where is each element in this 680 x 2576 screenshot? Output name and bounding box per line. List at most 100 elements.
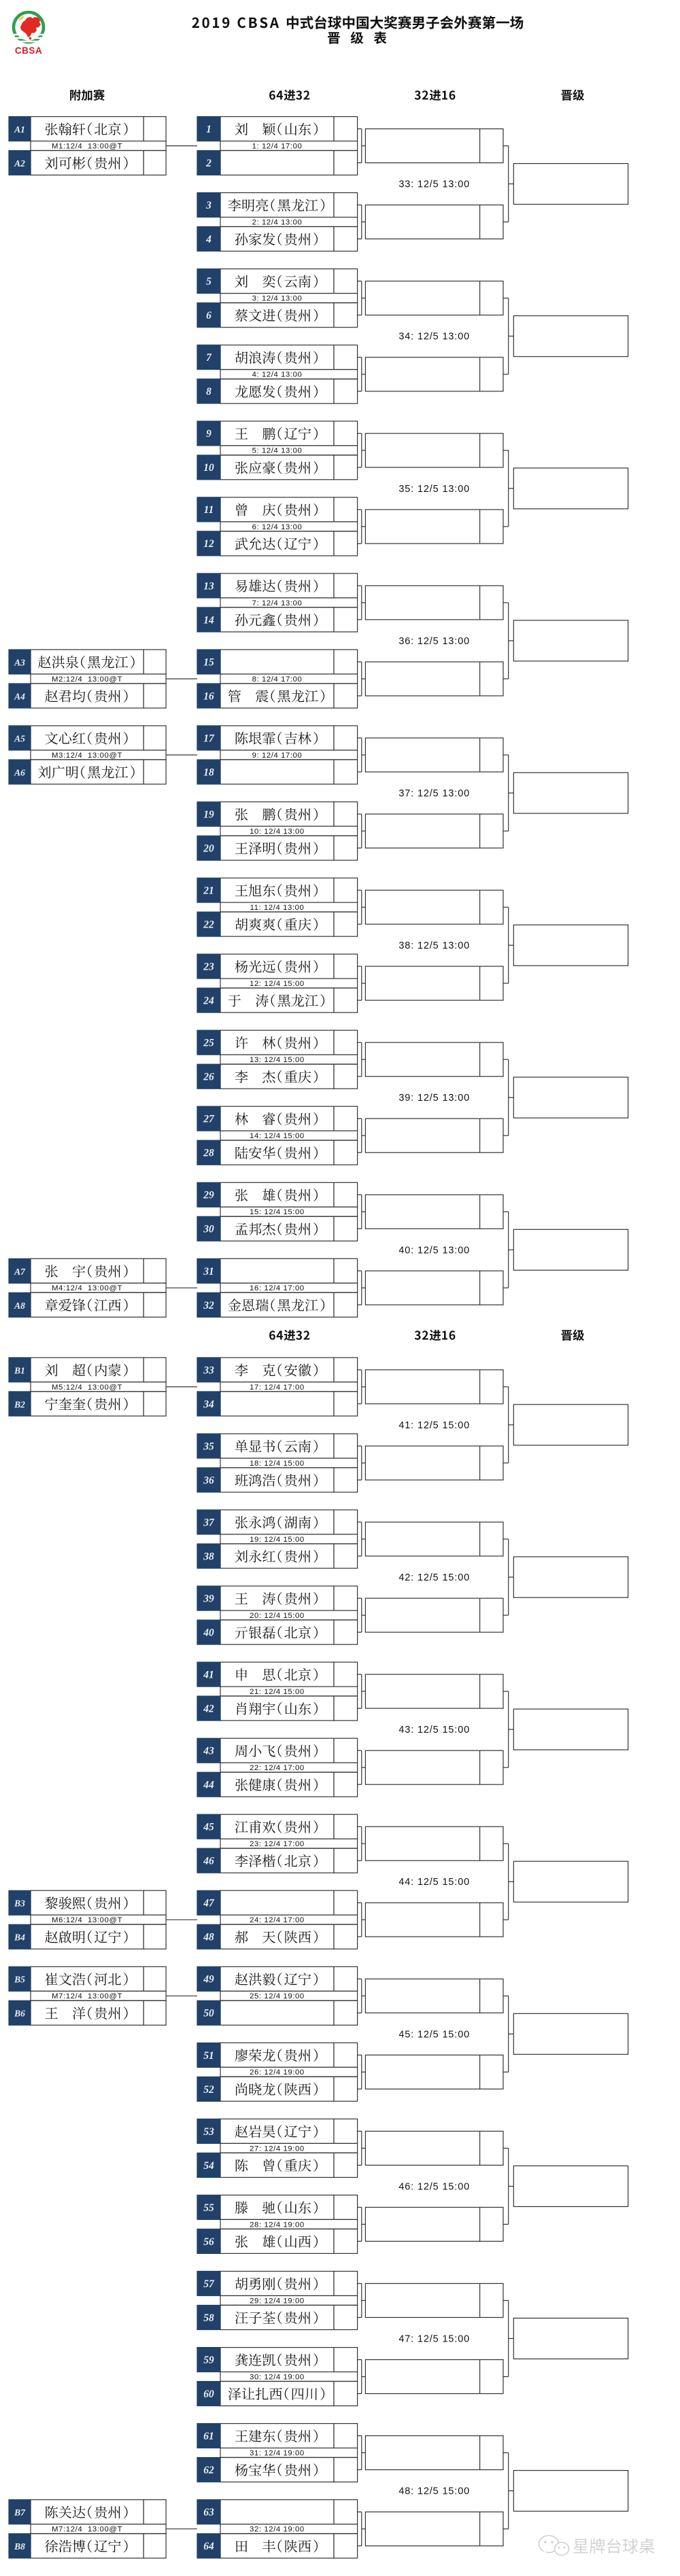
svg-text:43: 12/5 15:00: 43: 12/5 15:00 xyxy=(398,1725,470,1735)
svg-text:18: 12/4 15:00: 18: 12/4 15:00 xyxy=(250,1460,305,1468)
svg-text:11: 12/4 13:00: 11: 12/4 13:00 xyxy=(250,904,305,912)
svg-text:40: 12/5 13:00: 40: 12/5 13:00 xyxy=(398,1245,470,1256)
svg-text:47: 47 xyxy=(203,1898,215,1909)
svg-text:3: 3 xyxy=(205,200,211,211)
svg-text:16: 16 xyxy=(203,690,214,702)
svg-text:17: 17 xyxy=(203,733,215,744)
svg-text:38: 12/5 13:00: 38: 12/5 13:00 xyxy=(398,940,470,951)
svg-text:48: 12/5 15:00: 48: 12/5 15:00 xyxy=(398,2486,470,2497)
svg-text:23: 12/4 17:00: 23: 12/4 17:00 xyxy=(250,1840,305,1848)
svg-text:49: 49 xyxy=(203,1974,214,1986)
svg-text:12: 12 xyxy=(203,538,214,550)
svg-text:6: 6 xyxy=(206,310,211,321)
svg-text:B2: B2 xyxy=(14,1399,25,1409)
svg-text:47: 12/5 15:00: 47: 12/5 15:00 xyxy=(398,2334,470,2345)
svg-text:45: 45 xyxy=(203,1822,214,1833)
svg-text:M7:12/4 13:00@T: M7:12/4 13:00@T xyxy=(52,2526,122,2534)
svg-text:M1:12/4 13:00@T: M1:12/4 13:00@T xyxy=(52,143,122,151)
svg-text:61: 61 xyxy=(203,2431,214,2442)
svg-text:55: 55 xyxy=(203,2202,214,2214)
svg-text:13: 12/4 15:00: 13: 12/4 15:00 xyxy=(250,1056,305,1064)
svg-text:B6: B6 xyxy=(14,2009,25,2019)
svg-text:52: 52 xyxy=(203,2084,214,2096)
svg-text:22: 12/4 17:00: 22: 12/4 17:00 xyxy=(250,1764,305,1772)
svg-text:35: 12/5 13:00: 35: 12/5 13:00 xyxy=(398,484,470,495)
svg-text:8: 12/4 17:00: 8: 12/4 17:00 xyxy=(252,675,303,684)
svg-text:M2:12/4 13:00@T: M2:12/4 13:00@T xyxy=(52,675,122,684)
svg-text:59: 59 xyxy=(203,2354,214,2366)
svg-text:M7:12/4 13:00@T: M7:12/4 13:00@T xyxy=(52,1992,122,2000)
svg-text:34: 34 xyxy=(203,1398,214,1410)
svg-text:21: 21 xyxy=(203,885,214,897)
svg-text:56: 56 xyxy=(203,2236,214,2248)
svg-text:34: 12/5 13:00: 34: 12/5 13:00 xyxy=(398,332,470,342)
svg-text:6: 12/4 13:00: 6: 12/4 13:00 xyxy=(252,523,303,531)
svg-text:2: 12/4 13:00: 2: 12/4 13:00 xyxy=(252,219,303,227)
svg-text:B8: B8 xyxy=(14,2541,25,2552)
svg-text:26: 12/4 19:00: 26: 12/4 19:00 xyxy=(250,2068,305,2077)
svg-text:19: 19 xyxy=(203,809,214,821)
svg-text:33: 33 xyxy=(203,1364,214,1376)
svg-text:24: 24 xyxy=(203,995,214,1007)
svg-text:7: 12/4 13:00: 7: 12/4 13:00 xyxy=(252,599,303,607)
svg-text:20: 12/4 15:00: 20: 12/4 15:00 xyxy=(250,1612,305,1620)
svg-text:35: 35 xyxy=(203,1441,214,1452)
svg-text:2: 2 xyxy=(205,158,211,169)
svg-text:M4:12/4 13:00@T: M4:12/4 13:00@T xyxy=(52,1284,122,1292)
svg-text:12: 12/4 15:00: 12: 12/4 15:00 xyxy=(250,980,305,988)
svg-text:43: 43 xyxy=(203,1746,214,1757)
svg-text:22: 22 xyxy=(203,919,214,931)
svg-text:42: 42 xyxy=(203,1704,214,1715)
svg-text:16: 12/4 17:00: 16: 12/4 17:00 xyxy=(250,1284,305,1292)
svg-text:44: 12/5 15:00: 44: 12/5 15:00 xyxy=(398,1877,470,1888)
svg-text:B4: B4 xyxy=(14,1933,25,1943)
svg-text:9: 12/4 17:00: 9: 12/4 17:00 xyxy=(252,752,303,760)
svg-text:1: 1 xyxy=(206,124,211,135)
svg-text:13: 13 xyxy=(203,580,214,592)
svg-text:58: 58 xyxy=(203,2312,214,2324)
svg-text:20: 20 xyxy=(203,843,214,855)
svg-text:11: 11 xyxy=(204,504,214,516)
svg-text:9: 9 xyxy=(206,428,211,440)
svg-text:54: 54 xyxy=(203,2160,214,2172)
svg-text:41: 12/5 15:00: 41: 12/5 15:00 xyxy=(398,1420,470,1431)
svg-text:31: 12/4 19:00: 31: 12/4 19:00 xyxy=(250,2450,305,2458)
svg-text:A6: A6 xyxy=(14,767,25,777)
svg-text:30: 30 xyxy=(203,1224,214,1235)
svg-text:18: 18 xyxy=(203,766,214,778)
svg-text:32: 32 xyxy=(203,1300,214,1311)
svg-text:62: 62 xyxy=(203,2465,214,2476)
svg-text:4: 4 xyxy=(205,234,211,245)
svg-text:33: 12/5 13:00: 33: 12/5 13:00 xyxy=(398,179,470,190)
svg-text:M3:12/4 13:00@T: M3:12/4 13:00@T xyxy=(52,752,122,760)
svg-text:39: 12/5 13:00: 39: 12/5 13:00 xyxy=(398,1093,470,1104)
svg-text:21: 12/4 15:00: 21: 12/4 15:00 xyxy=(250,1688,305,1696)
svg-text:A5: A5 xyxy=(14,733,25,743)
svg-text:A8: A8 xyxy=(14,1301,25,1311)
svg-text:63: 63 xyxy=(203,2507,214,2518)
svg-text:45: 12/5 15:00: 45: 12/5 15:00 xyxy=(398,2029,470,2040)
svg-text:39: 39 xyxy=(203,1593,214,1605)
svg-text:CBSA: CBSA xyxy=(15,46,42,56)
svg-text:15: 12/4 15:00: 15: 12/4 15:00 xyxy=(250,1208,305,1216)
svg-text:B7: B7 xyxy=(14,2507,26,2518)
svg-text:36: 36 xyxy=(203,1475,214,1486)
svg-text:M6:12/4 13:00@T: M6:12/4 13:00@T xyxy=(52,1916,122,1924)
svg-text:38: 38 xyxy=(203,1551,214,1562)
svg-text:B3: B3 xyxy=(14,1899,25,1909)
svg-text:1: 12/4 17:00: 1: 12/4 17:00 xyxy=(252,143,303,151)
svg-text:3: 12/4 13:00: 3: 12/4 13:00 xyxy=(252,295,303,303)
svg-text:64: 64 xyxy=(203,2541,214,2552)
svg-text:17: 12/4 17:00: 17: 12/4 17:00 xyxy=(250,1383,305,1392)
svg-text:28: 28 xyxy=(203,1148,214,1159)
svg-text:15: 15 xyxy=(203,656,214,668)
svg-text:14: 14 xyxy=(203,614,214,626)
svg-text:41: 41 xyxy=(203,1670,214,1681)
svg-text:42: 12/5 15:00: 42: 12/5 15:00 xyxy=(398,1572,470,1583)
svg-text:A7: A7 xyxy=(14,1267,26,1277)
svg-text:27: 12/4 19:00: 27: 12/4 19:00 xyxy=(250,2145,305,2153)
svg-text:26: 26 xyxy=(203,1072,214,1083)
svg-text:29: 29 xyxy=(203,1190,214,1201)
svg-text:10: 10 xyxy=(203,462,214,474)
svg-text:27: 27 xyxy=(203,1114,215,1125)
